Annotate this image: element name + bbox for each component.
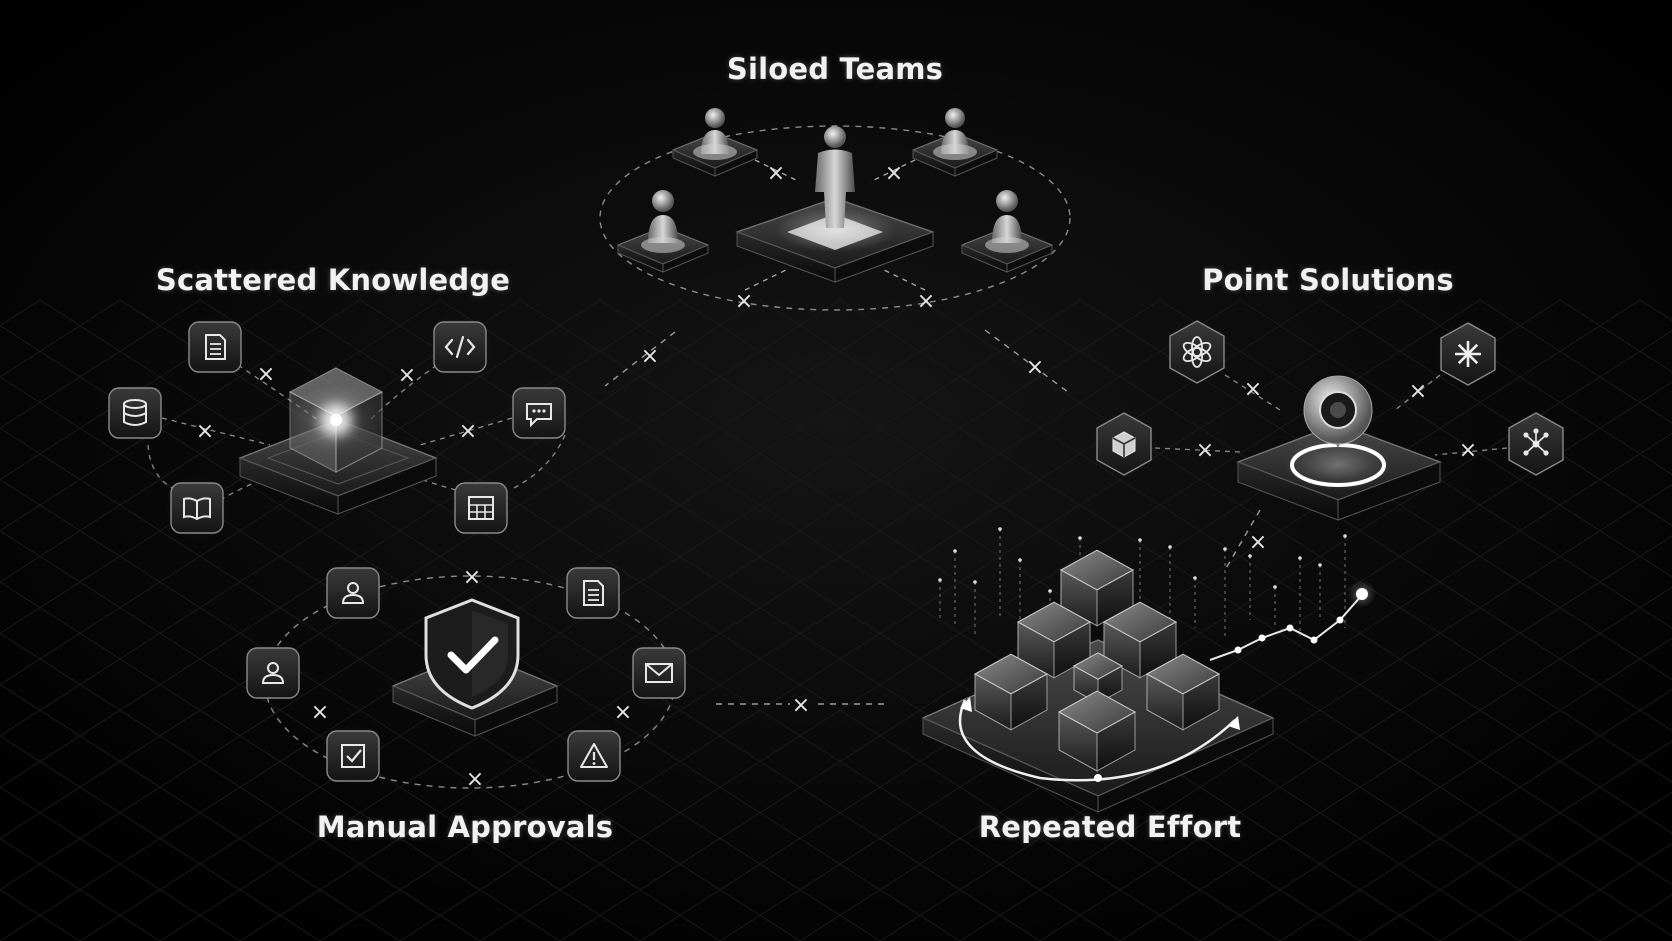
document-icon xyxy=(559,559,627,627)
box-icon xyxy=(1090,410,1158,478)
table-icon xyxy=(447,474,515,542)
break-mark: × xyxy=(398,363,416,388)
siloed-teams-title: Siloed Teams xyxy=(726,52,944,86)
break-mark: × xyxy=(196,419,214,444)
code-icon xyxy=(426,313,494,381)
book-icon xyxy=(163,474,231,542)
cube-stack-icon xyxy=(973,549,1221,772)
break-mark: × xyxy=(735,289,753,314)
standing-person-icon xyxy=(735,126,935,283)
person-figure-icon xyxy=(616,190,710,273)
person-figure-icon xyxy=(960,190,1054,273)
break-mark: × xyxy=(1409,379,1427,404)
mail-icon xyxy=(625,639,693,707)
person-figure-icon xyxy=(911,108,999,177)
network-node-icon xyxy=(1502,410,1570,478)
manual-approvals-cluster xyxy=(264,575,676,789)
repeated-effort-title: Repeated Effort xyxy=(978,810,1242,844)
user-icon xyxy=(319,559,387,627)
repeated-effort-cluster xyxy=(921,527,1376,813)
scattered-knowledge-cluster xyxy=(147,364,566,515)
point-solutions-cluster xyxy=(1154,374,1508,521)
trend-line-icon xyxy=(1209,580,1376,661)
document-icon xyxy=(181,313,249,381)
point-solutions-title: Point Solutions xyxy=(1202,263,1454,297)
break-mark: × xyxy=(767,161,785,186)
break-mark: × xyxy=(1459,438,1477,463)
break-mark: × xyxy=(459,419,477,444)
break-mark: × xyxy=(311,700,329,725)
manual-approvals-title: Manual Approvals xyxy=(316,810,614,844)
break-mark: × xyxy=(614,700,632,725)
checkbox-icon xyxy=(319,722,387,790)
cycle-arrow-icon xyxy=(958,697,1240,782)
siloed-teams-cluster xyxy=(599,108,1071,311)
orb-ring-icon xyxy=(1284,375,1392,491)
chat-icon xyxy=(505,379,573,447)
break-mark: × xyxy=(1244,377,1262,402)
person-figure-icon xyxy=(671,108,759,177)
break-mark: × xyxy=(641,344,659,369)
warning-icon xyxy=(560,722,628,790)
shield-check-icon xyxy=(424,598,520,710)
break-mark: × xyxy=(1196,438,1214,463)
scattered-knowledge-title: Scattered Knowledge xyxy=(155,263,511,297)
break-mark: × xyxy=(463,565,481,590)
glowing-cube-icon xyxy=(288,367,384,473)
break-mark: × xyxy=(466,767,484,792)
break-mark: × xyxy=(257,362,275,387)
asterisk-icon xyxy=(1434,320,1502,388)
break-mark: × xyxy=(1026,355,1044,380)
break-mark: × xyxy=(917,289,935,314)
openai-logo-icon xyxy=(1163,318,1231,386)
break-mark: × xyxy=(885,161,903,186)
database-icon xyxy=(101,379,169,447)
break-mark: × xyxy=(792,693,810,718)
user-icon xyxy=(239,639,307,707)
inter-cluster-connectors xyxy=(604,329,1261,705)
break-mark: × xyxy=(1249,530,1267,555)
